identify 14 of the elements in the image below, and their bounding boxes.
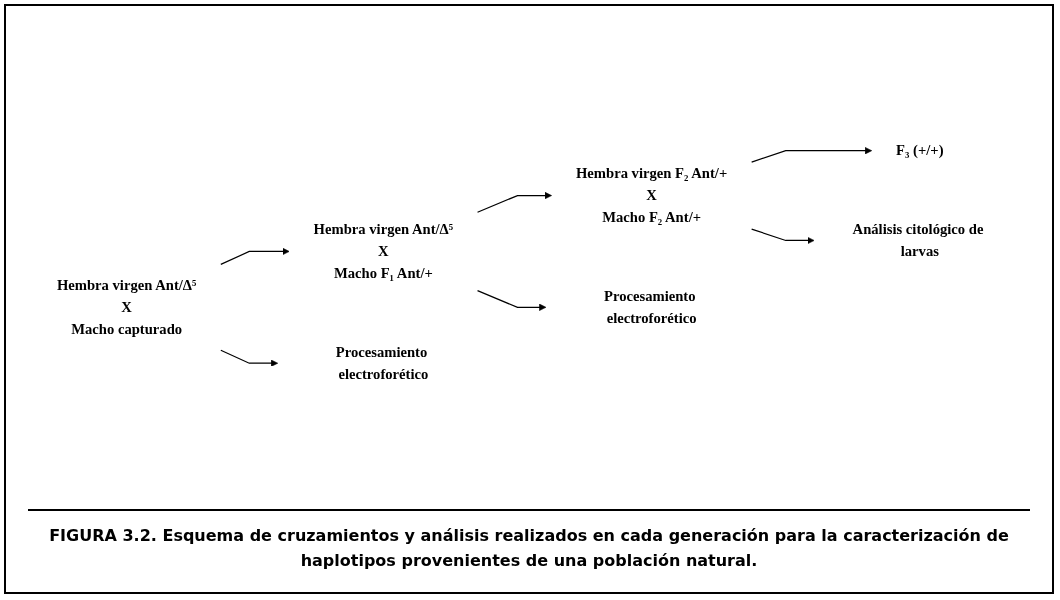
node-text: Hembra virgen F₂ Ant/+ X Macho F₂ Ant/+: [575, 165, 728, 226]
arrow: [751, 147, 873, 163]
arrow: [220, 349, 279, 367]
node-text: Análisis citológico de larvas: [852, 220, 984, 260]
node-text: Hembra virgen Ant/Δ⁵ X Macho F₁ Ant/+: [313, 220, 454, 282]
figure-caption: FIGURA 3.2. Esquema de cruzamientos y análisis realizados en cada generación para la caracterización de haplotipos provenientes de una población natural.: [48, 524, 1010, 573]
node-text: Hembra virgen Ant/Δ⁵ X Macho capturado: [56, 276, 197, 337]
node-text: F₃ (+/+): [896, 142, 944, 159]
node-text: Procesamiento electroforético: [603, 287, 697, 326]
node-text: Procesamiento electroforético: [335, 343, 429, 382]
arrow: [751, 228, 815, 245]
arrow: [476, 290, 547, 311]
arrow: [220, 247, 290, 265]
arrow: [476, 191, 552, 213]
